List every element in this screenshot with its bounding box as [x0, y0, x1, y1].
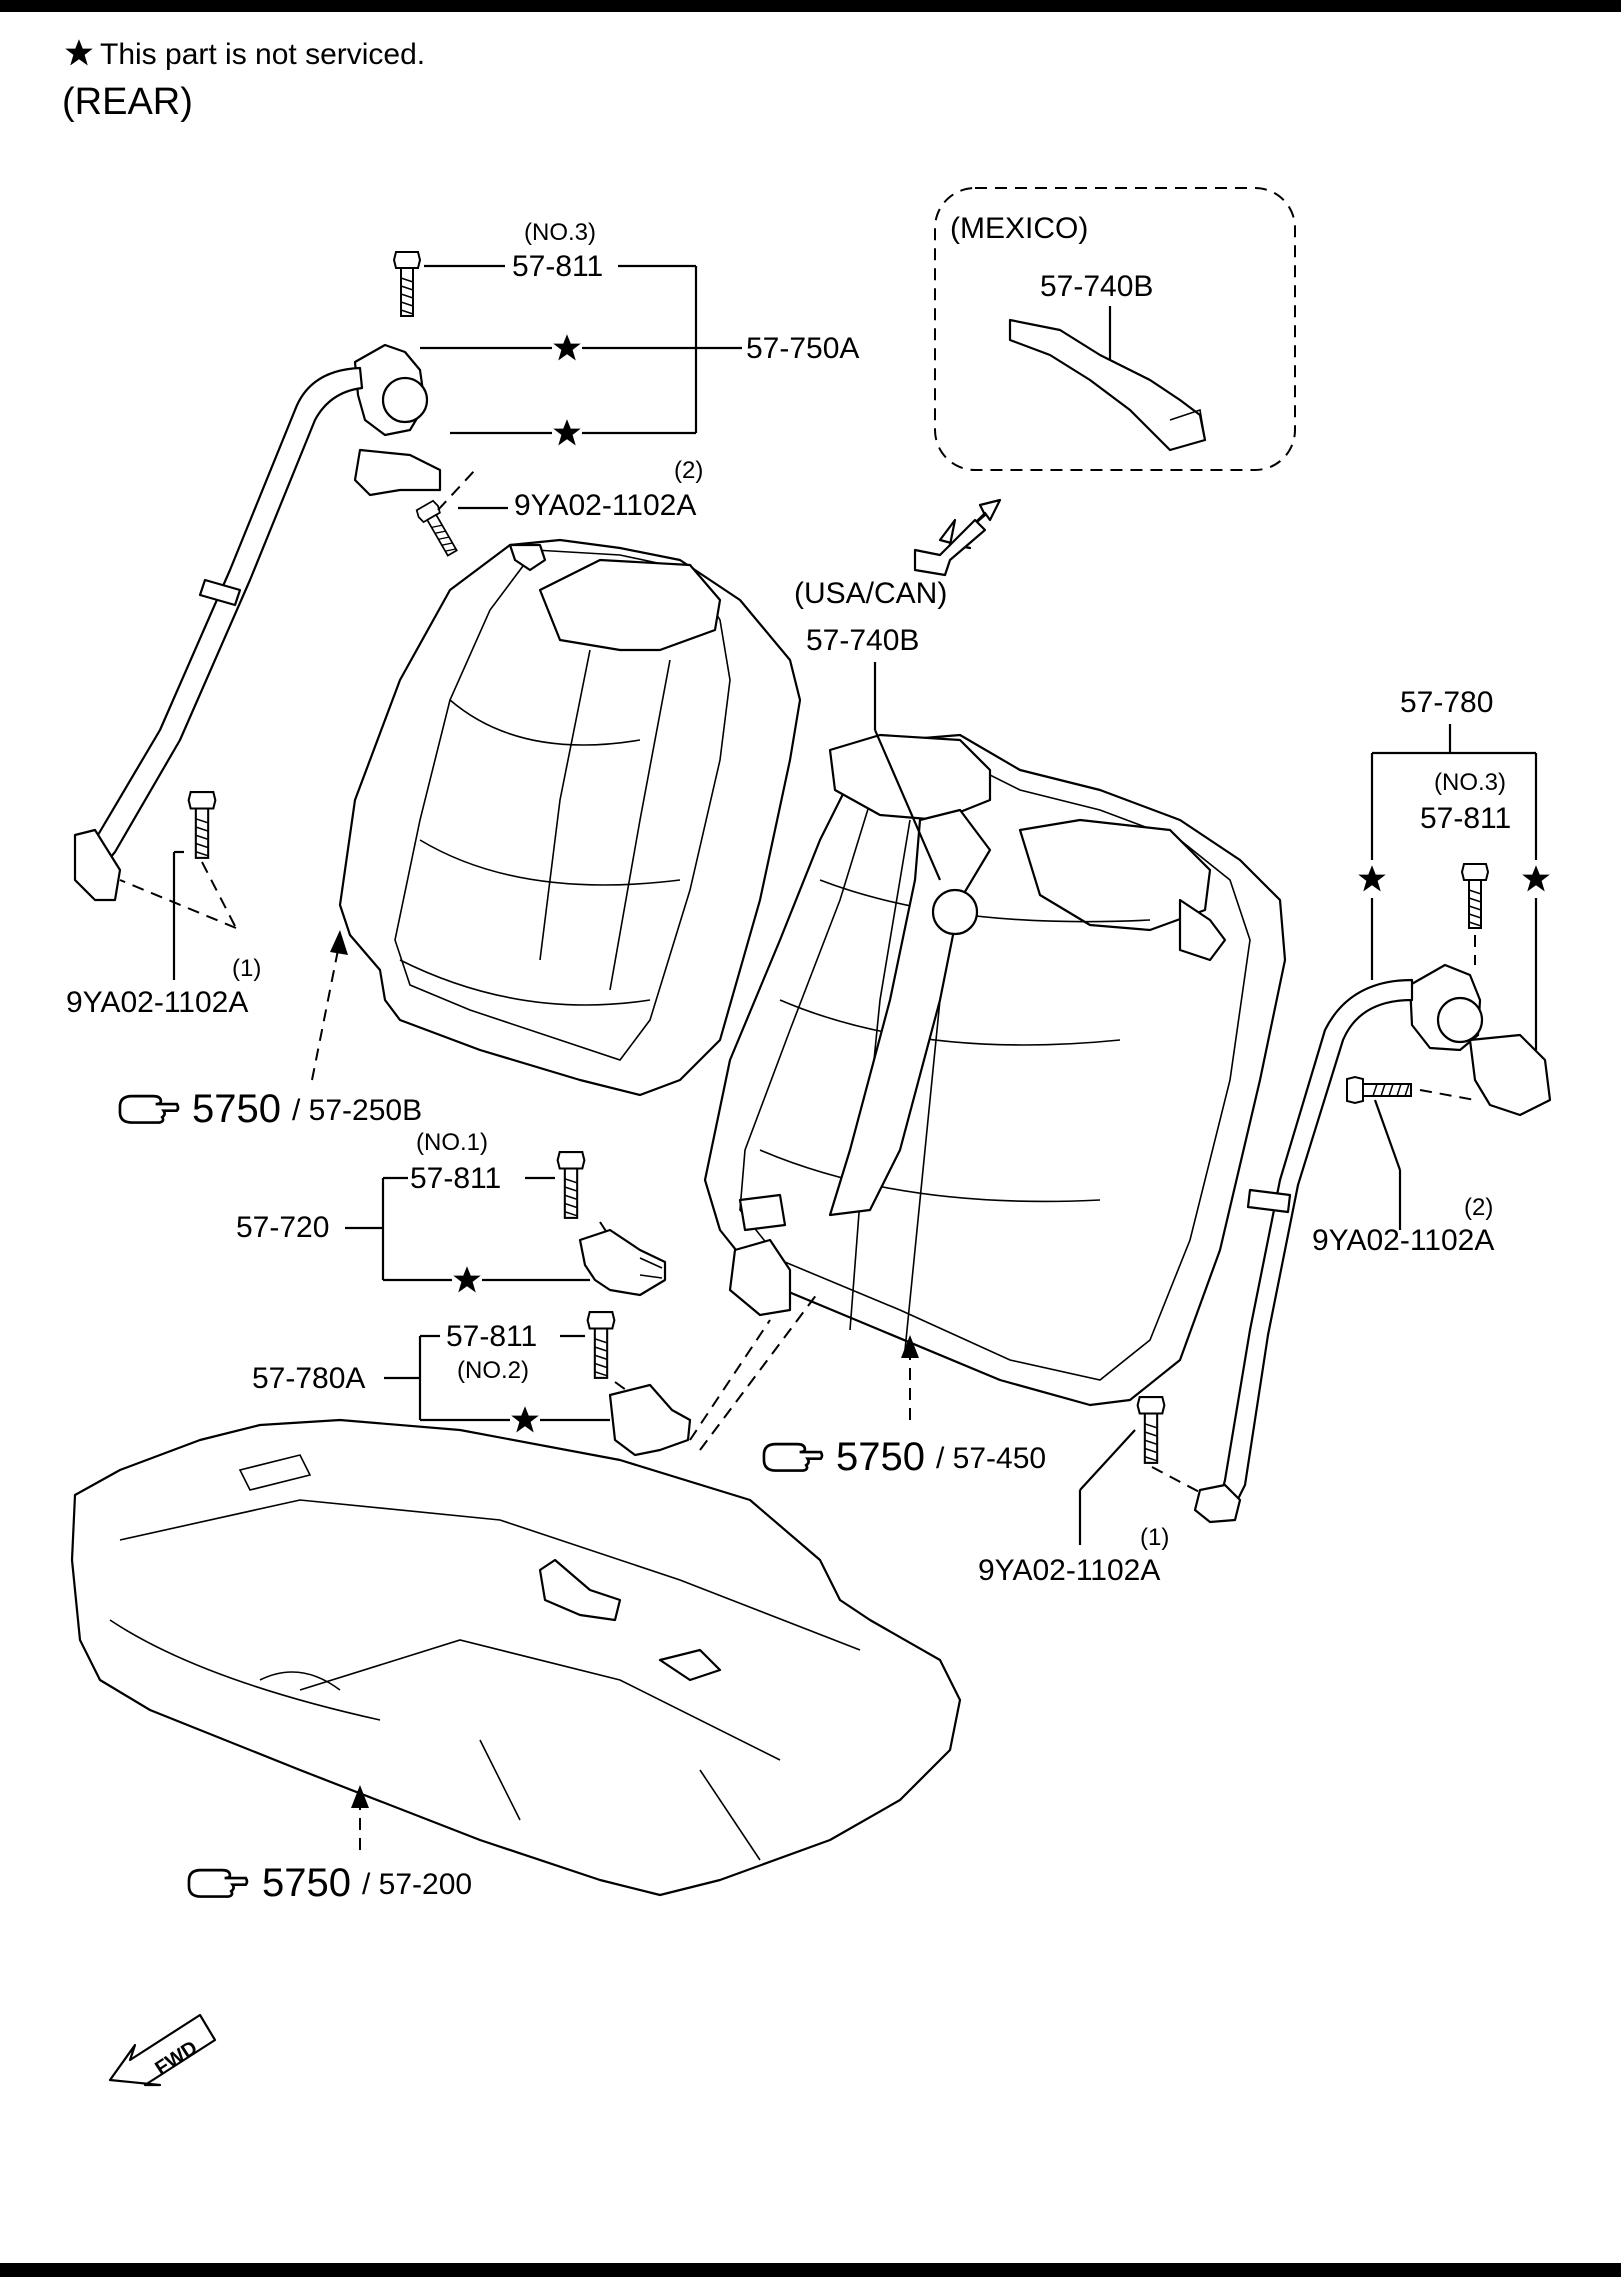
- ref-57-250B: 5750 / 57-250B: [118, 930, 422, 1131]
- part-57-811-right: 57-811: [1420, 802, 1511, 835]
- buckle-57-780A: [608, 1383, 692, 1457]
- no3-left-label: (NO.3): [524, 219, 596, 246]
- section-title: (REAR): [62, 81, 193, 123]
- center-anchor-bracket: [728, 1238, 792, 1317]
- star-icon: [553, 419, 581, 446]
- pointing-hand-icon: [118, 1094, 180, 1124]
- star-icon: [65, 39, 93, 66]
- pointing-hand-icon: [187, 1868, 249, 1898]
- belt-webbing-left: [83, 366, 364, 872]
- usa-can-callout: (USA/CAN) 57-740B: [794, 577, 947, 881]
- headrest-center: [828, 733, 992, 822]
- part-9YA02-1102A-left-2: 9YA02-1102A: [514, 489, 696, 522]
- part-9YA02-1102A-right-2: 9YA02-1102A: [1312, 1224, 1494, 1257]
- ref-5750-b: 5750: [836, 1435, 925, 1479]
- mexico-label: (MEXICO): [950, 212, 1088, 245]
- bolt-icon: [393, 251, 421, 317]
- ref-57-200: / 57-200: [362, 1868, 472, 1901]
- part-9YA02-1102A-left-1: 9YA02-1102A: [66, 986, 248, 1019]
- bolt-icon: [1136, 1395, 1166, 1464]
- bolt-qty-2-left: (2): [674, 457, 703, 484]
- no3-right-label: (NO.3): [1434, 769, 1506, 796]
- buckle-57-740B-mexico: [1008, 318, 1207, 452]
- seat-cushion: [70, 1418, 962, 1897]
- usa-mexico-arrow: [913, 498, 1002, 577]
- part-57-811-no2: 57-811: [446, 1320, 537, 1353]
- buckle-57-780A-group: 57-811 (NO.2) 57-780A: [252, 1289, 821, 1457]
- ref-57-450: 5750 / 57-450: [762, 1335, 1046, 1479]
- headrest-left: [538, 558, 722, 652]
- pointing-hand-icon: [762, 1442, 824, 1472]
- right-belt-group: 57-780 (NO.3) 57-811 (2) 9YA02-1102A: [978, 686, 1552, 1587]
- retractor-bracket-right: [1468, 1033, 1552, 1117]
- part-57-811-no1: 57-811: [410, 1162, 501, 1195]
- left-belt-group: (NO.3) 57-811 57-750A (2) 9YA02-1102A (1…: [66, 219, 859, 1019]
- seatback-left: [338, 538, 802, 1097]
- no2-label: (NO.2): [457, 1357, 529, 1384]
- part-57-720: 57-720: [236, 1211, 329, 1244]
- part-57-780A: 57-780A: [252, 1362, 365, 1395]
- headrest-right: [1018, 818, 1212, 932]
- star-icon: [453, 1266, 481, 1293]
- part-57-780: 57-780: [1400, 686, 1493, 719]
- retractor-bracket-left: [353, 448, 442, 497]
- bolt-icon: [187, 790, 217, 859]
- part-9YA02-1102A-right-1: 9YA02-1102A: [978, 1554, 1160, 1587]
- legend-text: This part is not serviced.: [100, 38, 425, 71]
- bottom-border: [0, 2263, 1621, 2277]
- retractor-center: [931, 888, 979, 936]
- buckle-57-720-group: (NO.1) 57-811 57-720: [236, 1129, 667, 1297]
- bolt-icon: [556, 1150, 586, 1219]
- star-icon: [1358, 865, 1386, 892]
- ref-5750-a: 5750: [192, 1087, 281, 1131]
- bolt-qty-1-left: (1): [232, 955, 261, 982]
- top-border: [0, 0, 1621, 12]
- no1-label: (NO.1): [416, 1129, 488, 1156]
- ref-5750-c: 5750: [262, 1861, 351, 1905]
- seatback-right: [703, 733, 1287, 1407]
- legend: This part is not serviced. (REAR): [62, 38, 425, 123]
- part-57-750A: 57-750A: [746, 332, 859, 365]
- bolt-icon: [1346, 1076, 1412, 1104]
- buckle-57-720: [578, 1228, 667, 1297]
- ref-57-200: 5750 / 57-200: [187, 1785, 472, 1905]
- part-57-740B-usa: 57-740B: [806, 624, 919, 657]
- usa-can-label: (USA/CAN): [794, 577, 947, 610]
- part-57-811-top: 57-811: [512, 250, 603, 283]
- star-icon: [1522, 865, 1550, 892]
- bolt-icon: [586, 1310, 616, 1379]
- anchor-plate-left: [73, 828, 122, 902]
- star-icon: [553, 334, 581, 361]
- ref-57-450: / 57-450: [936, 1442, 1046, 1475]
- bolt-qty-2-right: (2): [1464, 1194, 1493, 1221]
- fwd-arrow-icon: FWD: [108, 2013, 217, 2087]
- bolt-icon: [1461, 863, 1489, 929]
- anchor-plate-right: [1193, 1483, 1242, 1524]
- mexico-inset: (MEXICO) 57-740B: [934, 187, 1296, 471]
- part-57-740B-mexico: 57-740B: [1040, 270, 1153, 303]
- ref-57-250B: / 57-250B: [292, 1094, 422, 1127]
- bolt-qty-1-right: (1): [1140, 1524, 1169, 1551]
- star-icon: [511, 1406, 539, 1433]
